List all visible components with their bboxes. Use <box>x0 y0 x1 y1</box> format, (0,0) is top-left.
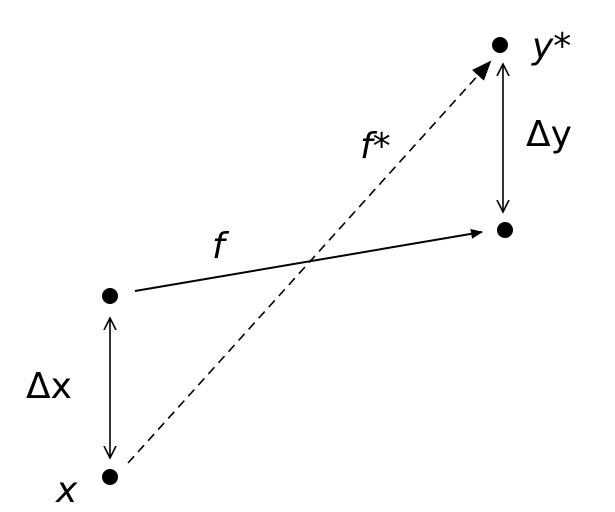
label-y-star: y* <box>531 26 571 67</box>
point-x <box>102 469 118 485</box>
point-y-star <box>492 37 508 53</box>
label-delta-y: Δy <box>526 114 572 155</box>
label-x: x <box>55 470 78 511</box>
point-y <box>497 222 513 238</box>
point-x-perturbed <box>102 288 118 304</box>
label-f-star: f* <box>360 126 391 167</box>
arrow-f-star <box>127 60 492 464</box>
arrow-f <box>134 228 483 292</box>
label-f: f <box>212 226 230 267</box>
label-delta-x: Δx <box>26 366 72 407</box>
